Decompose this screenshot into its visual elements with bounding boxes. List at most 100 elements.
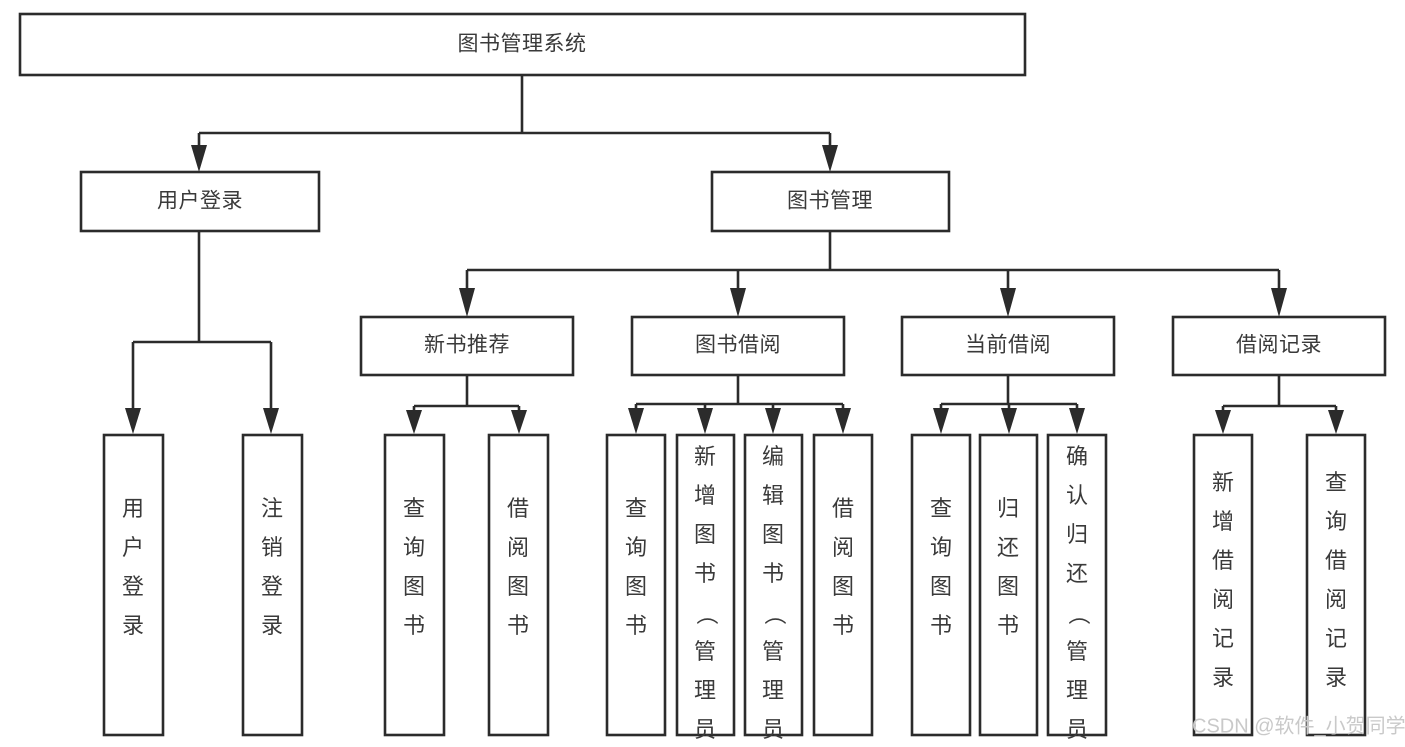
svg-text:阅: 阅 [507,535,529,560]
csdn-watermark: CSDN @软件_小贺同学 [1192,714,1405,737]
node-book-manage-label: 图书管理 [787,190,873,213]
node-root-box[interactable] [18,12,1027,77]
node-borrow-record-label: 借阅记录 [1236,334,1322,357]
node-borrow-record-box[interactable] [1171,315,1387,377]
arrow-head-leaf-add-record [1215,410,1231,434]
arrow-head-book-borrow [730,288,746,317]
node-leaf-user-login-box[interactable] [102,433,165,737]
svg-text:书: 书 [507,613,529,638]
node-leaf-query-record-box[interactable] [1305,433,1367,737]
svg-text:确: 确 [1066,444,1088,469]
svg-text:录: 录 [122,613,144,638]
node-leaf-edit-book-box[interactable] [743,433,804,737]
svg-text:图: 图 [930,574,952,599]
svg-text:理: 理 [694,678,716,703]
svg-text:图: 图 [832,574,854,599]
node-book-borrow[interactable]: 图书借阅 [630,315,846,377]
arrow-head-leaf-return-book [1001,408,1017,434]
node-leaf-query-book-2-box[interactable] [605,433,667,737]
node-user-login-box[interactable] [79,170,321,233]
svg-text:书: 书 [762,561,784,586]
svg-text:理: 理 [762,678,784,703]
svg-text:新: 新 [694,444,716,469]
node-root[interactable]: 图书管理系统 [18,12,1027,77]
arrow-head-leaf-user-logout [263,408,279,434]
node-leaf-query-book-3-box[interactable] [910,433,972,737]
node-leaf-return-book-box[interactable] [978,433,1039,737]
node-leaf-query-book-1-box[interactable] [383,433,446,737]
connector-group-borrow-record [1215,375,1344,434]
node-new-book-recommend-box[interactable] [359,315,575,377]
svg-text:图: 图 [625,574,647,599]
connector-group-book-manage [459,231,1287,317]
svg-text:录: 录 [1325,665,1347,690]
svg-text:查: 查 [930,496,952,521]
svg-text:员: 员 [694,717,716,742]
svg-text:认: 认 [1066,483,1088,508]
node-book-borrow-box[interactable] [630,315,846,377]
arrow-head-leaf-user-login [125,408,141,434]
svg-text:管: 管 [694,639,716,664]
node-leaf-borrow-book-1-box[interactable] [487,433,550,737]
node-book-manage[interactable]: 图书管理 [710,170,951,233]
arrow-head-leaf-confirm-return [1069,408,1085,434]
node-current-borrow-box[interactable] [900,315,1116,377]
svg-text:销: 销 [261,535,283,560]
node-user-login[interactable]: 用户登录 [79,170,321,233]
node-leaf-user-login[interactable]: 用户登录 [102,433,165,737]
arrow-head-new-book-recommend [459,288,475,317]
node-leaf-user-logout-box[interactable] [241,433,304,737]
node-book-manage-box[interactable] [710,170,951,233]
node-borrow-record[interactable]: 借阅记录 [1171,315,1387,377]
svg-text:记: 记 [1325,626,1347,651]
svg-text:图: 图 [762,522,784,547]
svg-text:询: 询 [403,535,425,560]
svg-text:阅: 阅 [1325,587,1347,612]
svg-text:书: 书 [997,613,1019,638]
node-leaf-add-book-box[interactable] [675,433,736,737]
node-leaf-borrow-book-2-box[interactable] [812,433,874,737]
node-leaf-confirm-return-box[interactable] [1046,433,1108,737]
arrow-head-borrow-record [1271,288,1287,317]
node-current-borrow[interactable]: 当前借阅 [900,315,1116,377]
arrow-head-leaf-edit-book [765,408,781,434]
svg-text:书: 书 [832,613,854,638]
arrow-head-book-manage [822,145,838,172]
svg-text:增: 增 [694,483,716,508]
node-book-borrow-label: 图书借阅 [695,334,781,357]
svg-text:录: 录 [1212,665,1234,690]
svg-text:记: 记 [1212,626,1234,651]
svg-text:查: 查 [625,496,647,521]
node-root-label: 图书管理系统 [458,33,587,56]
svg-text:录: 录 [261,613,283,638]
arrow-head-leaf-add-book [697,408,713,434]
svg-text:借: 借 [1212,548,1234,573]
svg-text:图: 图 [694,522,716,547]
connector-group-book-borrow [628,375,851,434]
node-new-book-recommend[interactable]: 新书推荐 [359,315,575,377]
svg-text:辑: 辑 [762,483,784,508]
svg-text:员: 员 [762,717,784,742]
node-leaf-add-record-box[interactable] [1192,433,1254,737]
svg-text:登: 登 [261,574,283,599]
svg-text:借: 借 [832,496,854,521]
